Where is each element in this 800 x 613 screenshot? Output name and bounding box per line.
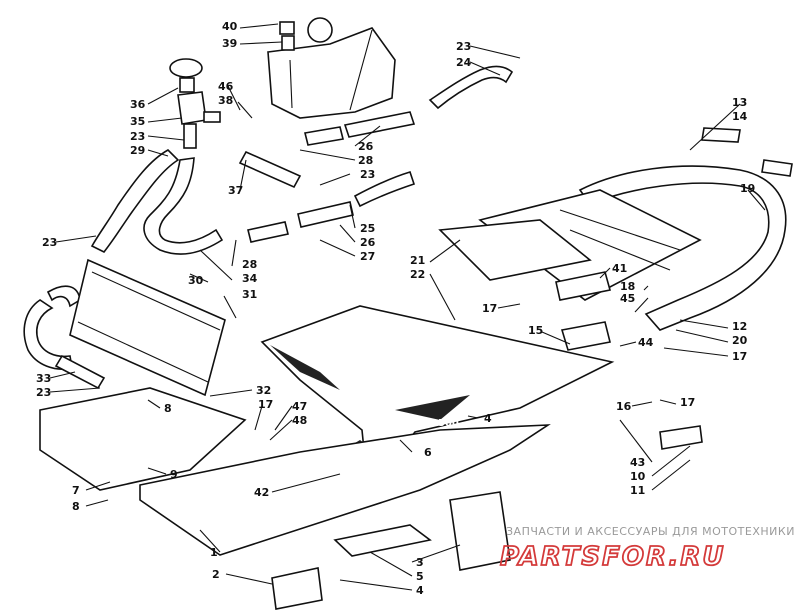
callout-29: 29	[130, 144, 145, 157]
callout-18: 18	[620, 280, 635, 293]
callout-23-c: 23	[360, 168, 375, 181]
callout-7: 7	[72, 484, 80, 497]
callout-17-b: 17	[732, 350, 747, 363]
callout-17-d: 17	[680, 396, 695, 409]
callout-28: 28	[358, 154, 373, 167]
callout-10: 10	[630, 470, 646, 483]
callout-labels: 40 39 36 46 38 35 23 29 23 24 26 28 23 3…	[36, 20, 755, 597]
rear-bumper-12	[478, 165, 787, 331]
callout-11: 11	[630, 484, 645, 497]
mount-plate-21	[438, 219, 592, 281]
callout-14: 14	[732, 110, 748, 123]
callout-23: 23	[130, 130, 145, 143]
callout-8-b: 8	[72, 500, 80, 513]
callout-26: 26	[358, 140, 374, 153]
callout-23-e: 23	[36, 386, 51, 399]
watermark-caption: ЗАПЧАСТИ И АКСЕССУАРЫ ДЛЯ МОТОТЕХНИКИ	[506, 525, 795, 538]
callout-48: 48	[292, 414, 307, 427]
callout-46: 46	[218, 80, 234, 93]
plate-43	[659, 425, 703, 450]
callout-5: 5	[416, 570, 424, 583]
callout-2: 2	[212, 568, 220, 581]
callout-37: 37	[228, 184, 243, 197]
callout-32: 32	[256, 384, 271, 397]
hose-33	[54, 354, 106, 390]
callout-19: 19	[740, 182, 755, 195]
callout-17: 17	[482, 302, 497, 315]
heat-exchanger-30	[69, 258, 226, 397]
callout-4: 4	[484, 412, 492, 425]
callout-20: 20	[732, 334, 748, 347]
callout-12: 12	[732, 320, 747, 333]
callout-47: 47	[292, 400, 307, 413]
callout-8: 8	[164, 402, 172, 415]
hose-29	[90, 149, 180, 254]
callout-27: 27	[360, 250, 375, 263]
callout-22: 22	[410, 268, 425, 281]
callout-24: 24	[456, 56, 472, 69]
hose-left-lower	[23, 285, 81, 370]
plate-2	[271, 567, 323, 610]
callout-9: 9	[170, 468, 178, 481]
hose-25	[353, 171, 416, 208]
callout-17-c: 17	[258, 398, 273, 411]
callout-1: 1	[210, 546, 218, 559]
callout-41: 41	[612, 262, 627, 275]
callout-42: 42	[254, 486, 269, 499]
callout-23-d: 23	[42, 236, 57, 249]
callout-30: 30	[188, 274, 204, 287]
hose-26-lower	[247, 201, 354, 243]
callout-3: 3	[416, 556, 424, 569]
tunnel-decal: 500	[438, 418, 459, 429]
callout-36: 36	[130, 98, 146, 111]
callout-28-b: 28	[242, 258, 257, 271]
callout-21: 21	[410, 254, 425, 267]
callout-39: 39	[222, 37, 237, 50]
callout-35: 35	[130, 115, 145, 128]
callout-15: 15	[528, 324, 543, 337]
hose-37	[238, 150, 302, 189]
callout-40: 40	[222, 20, 238, 33]
plate-5	[333, 524, 432, 557]
hose-26-upper	[304, 111, 416, 146]
watermark-brand: PARTSFOR.RU	[500, 542, 725, 572]
watermark: ЗАПЧАСТИ И АКСЕССУАРЫ ДЛЯ МОТОТЕХНИКИ PA…	[499, 525, 795, 573]
callout-44: 44	[638, 336, 654, 349]
callout-43: 43	[630, 456, 645, 469]
callout-38: 38	[218, 94, 233, 107]
callout-31: 31	[242, 288, 257, 301]
callout-45: 45	[620, 292, 635, 305]
leader-lines	[49, 23, 766, 591]
bracket-41	[555, 271, 612, 301]
callout-16: 16	[616, 400, 632, 413]
running-board-1	[139, 424, 551, 556]
callout-25: 25	[360, 222, 375, 235]
floor-panel-left	[39, 387, 247, 491]
hose-34	[143, 157, 224, 255]
hose-24	[428, 65, 514, 110]
filler-neck-assembly	[169, 58, 221, 149]
small-bracket-15	[560, 321, 611, 351]
callout-6: 6	[424, 446, 432, 459]
callout-33: 33	[36, 372, 51, 385]
coolant-tank	[267, 17, 396, 119]
callout-23-b: 23	[456, 40, 471, 53]
callout-34: 34	[242, 272, 258, 285]
callout-4-b: 4	[416, 584, 424, 597]
callout-13: 13	[732, 96, 747, 109]
callout-26-b: 26	[360, 236, 376, 249]
decal-13-14	[701, 127, 793, 177]
